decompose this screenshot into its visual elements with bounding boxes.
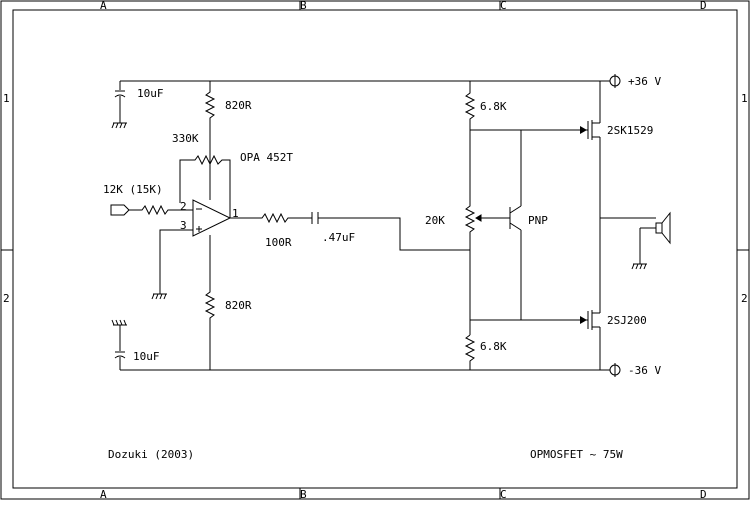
cap-bottom-label: 10uF bbox=[133, 350, 160, 363]
resistor-bias-bottom bbox=[464, 334, 476, 370]
resistor-bias-top-label: 6.8K bbox=[480, 100, 507, 113]
resistor-input bbox=[129, 204, 193, 216]
resistor-bias-top bbox=[464, 81, 476, 205]
opamp-pin-inv: 2 bbox=[180, 200, 187, 213]
resistor-input-label: 12K (15K) bbox=[103, 183, 163, 196]
resistor-series bbox=[230, 212, 312, 224]
col-label-b-bottom: B bbox=[300, 488, 307, 500]
resistor-series-label: 100R bbox=[265, 236, 292, 249]
col-label-d-bottom: D bbox=[700, 488, 707, 500]
capacitor-coupling-label: .47uF bbox=[322, 231, 355, 244]
resistor-feedback bbox=[179, 154, 231, 218]
col-label-a-bottom: A bbox=[100, 488, 107, 500]
col-label-c-top: C bbox=[500, 0, 507, 12]
cap-top-label: 10uF bbox=[137, 87, 164, 100]
decoupling-capacitor-top bbox=[114, 81, 126, 123]
supply-negative-label: -36 V bbox=[628, 364, 661, 377]
supply-positive-label: +36 V bbox=[628, 75, 661, 88]
mosfet-top bbox=[580, 81, 601, 312]
potentiometer-bias bbox=[464, 205, 487, 335]
input-connector bbox=[110, 204, 130, 216]
resistor-opamp-bottom-label: 820R bbox=[225, 299, 252, 312]
row-label-1-left: 1 bbox=[3, 92, 10, 105]
capacitor-coupling bbox=[311, 212, 470, 251]
opamp-name-label: OPA 452T bbox=[240, 151, 293, 164]
col-label-c-bottom: C bbox=[500, 488, 507, 500]
col-label-b-top: B bbox=[300, 0, 307, 12]
opamp-pin-noninv: 3 bbox=[180, 219, 187, 232]
transistor-pnp bbox=[487, 130, 522, 320]
decoupling-capacitor-bottom bbox=[114, 325, 126, 370]
mosfet-bottom-label: 2SJ200 bbox=[607, 314, 647, 327]
mosfet-bottom bbox=[580, 310, 601, 370]
supply-rails bbox=[120, 80, 610, 371]
mosfet-top-label: 2SK1529 bbox=[607, 124, 653, 137]
row-label-2-left: 2 bbox=[3, 292, 10, 305]
resistor-bias-bottom-label: 6.8K bbox=[480, 340, 507, 353]
opamp-symbol bbox=[192, 199, 232, 237]
row-label-2-right: 2 bbox=[741, 292, 748, 305]
noninv-ground-wire bbox=[159, 229, 193, 294]
col-label-d-top: D bbox=[700, 0, 707, 12]
ground-symbol-speaker bbox=[631, 263, 647, 270]
gate-drive-wires bbox=[470, 129, 580, 321]
ground-symbol-noninv bbox=[151, 293, 167, 300]
ground-symbol-cap-top bbox=[111, 122, 127, 129]
resistor-feedback-label: 330K bbox=[172, 132, 199, 145]
col-label-a-top: A bbox=[100, 0, 107, 12]
speaker-icon bbox=[639, 211, 671, 264]
transistor-label: PNP bbox=[528, 214, 548, 227]
resistor-opamp-top-label: 820R bbox=[225, 99, 252, 112]
resistor-opamp-top bbox=[204, 81, 216, 200]
resistor-opamp-bottom bbox=[204, 235, 216, 370]
supply-terminal-negative bbox=[609, 363, 621, 377]
title-label: OPMOSFET ~ 75W bbox=[530, 448, 623, 461]
author-label: Dozuki (2003) bbox=[108, 448, 194, 461]
supply-terminal-positive bbox=[609, 74, 621, 88]
row-label-1-right: 1 bbox=[741, 92, 748, 105]
ground-symbol-cap-bottom bbox=[111, 319, 127, 326]
potentiometer-bias-label: 20K bbox=[425, 214, 445, 227]
opamp-pin-out: 1 bbox=[232, 207, 239, 220]
